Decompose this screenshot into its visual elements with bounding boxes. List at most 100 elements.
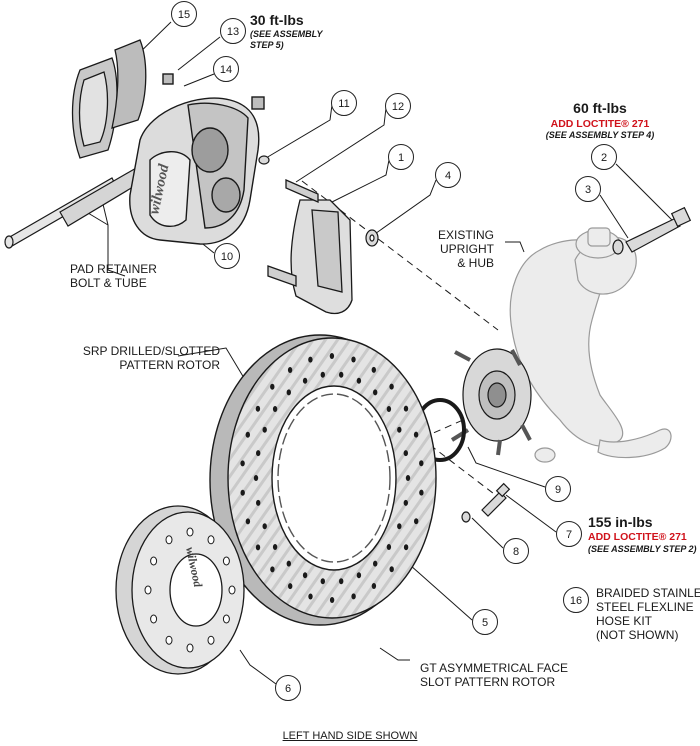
rotor-drill-hole bbox=[288, 583, 293, 590]
rotor-drill-hole bbox=[371, 583, 377, 589]
hat-bolt-hole bbox=[150, 614, 158, 624]
rotor-drill-hole bbox=[339, 371, 344, 378]
hat-bolt-hole bbox=[165, 535, 173, 545]
rotor-drill-hole bbox=[245, 431, 250, 438]
torque-30-note-line1: (SEE ASSEMBLY bbox=[250, 29, 323, 39]
srp-rotor-label-line1: SRP DRILLED/SLOTTED bbox=[82, 344, 220, 358]
callout-10: 10 bbox=[214, 243, 240, 269]
callout-12: 12 bbox=[385, 93, 411, 119]
rotor-drill-hole bbox=[286, 389, 291, 396]
rotor-drill-hole bbox=[302, 377, 308, 384]
mounting-bracket bbox=[267, 179, 353, 315]
callout-1: 1 bbox=[388, 144, 414, 170]
rotor-drill-hole bbox=[308, 593, 313, 600]
rotor-drill-hole bbox=[397, 426, 402, 433]
torque-30-ftlbs: 30 ft-lbs bbox=[250, 12, 304, 28]
pad-retainer-label-line2: BOLT & TUBE bbox=[70, 276, 147, 290]
upright-label-line3: & HUB bbox=[457, 256, 494, 270]
rotor-drill-hole bbox=[255, 544, 261, 551]
hose-kit-label-line3: HOSE KIT bbox=[596, 614, 653, 628]
torque-155-loctite: ADD LOCTITE® 271 bbox=[588, 531, 687, 543]
hub-flange bbox=[450, 348, 532, 456]
rotor-drill-hole bbox=[302, 572, 308, 579]
gt-rotor-label-line2: SLOT PATTERN ROTOR bbox=[420, 675, 556, 689]
gt-rotor-label-line1: GT ASYMMETRICAL FACE bbox=[420, 661, 569, 675]
caliper bbox=[129, 73, 265, 245]
hat-bolt-hole bbox=[222, 614, 230, 624]
rotor-drill-hole bbox=[255, 405, 261, 412]
hat-bolt-hole bbox=[228, 585, 236, 595]
rotor-drill-hole bbox=[287, 367, 293, 373]
leader-lines bbox=[87, 21, 675, 685]
rotor-drill-hole bbox=[329, 353, 335, 359]
hose-kit-label-line4: (NOT SHOWN) bbox=[596, 628, 679, 642]
callout-6: 6 bbox=[275, 675, 301, 701]
callout-2: 2 bbox=[591, 144, 617, 170]
rotor-drill-hole bbox=[373, 389, 378, 396]
callout-3: 3 bbox=[575, 176, 601, 202]
hat-bolt-hole bbox=[150, 556, 158, 566]
callout-16: 16 bbox=[563, 587, 589, 613]
existing-upright-hub bbox=[509, 227, 672, 463]
hat-bolt-hole bbox=[165, 635, 173, 645]
upright-label-line1: EXISTING bbox=[437, 228, 494, 242]
rotor-hat bbox=[115, 505, 245, 675]
rotor-drill-hole bbox=[262, 426, 267, 433]
rotor-drill-hole bbox=[262, 523, 267, 530]
hose-kit-label-line1: BRAIDED STAINLESS bbox=[596, 586, 700, 600]
rotor-drill-hole bbox=[386, 406, 392, 412]
rotor-drill-hole bbox=[240, 460, 245, 467]
rotor-drill-hole bbox=[272, 406, 278, 412]
drilled-slotted-rotor bbox=[209, 334, 437, 626]
callout-11: 11 bbox=[331, 90, 357, 116]
callout-15: 15 bbox=[171, 1, 197, 27]
rotor-drill-hole bbox=[356, 572, 362, 579]
rotor-drill-hole bbox=[386, 544, 392, 550]
torque-60-loctite: ADD LOCTITE® 271 bbox=[550, 118, 650, 130]
rotor-drill-hole bbox=[253, 475, 259, 481]
rotor-drill-hole bbox=[419, 489, 424, 496]
rotor-drill-hole bbox=[403, 499, 408, 506]
rotor-drill-hole bbox=[286, 560, 291, 567]
rotor-drill-hole bbox=[371, 366, 376, 373]
rotor-drill-hole bbox=[419, 460, 424, 467]
rotor-drill-hole bbox=[373, 560, 378, 567]
rotor-drill-hole bbox=[389, 566, 394, 573]
hat-bolt-hole bbox=[186, 643, 194, 653]
callout-4: 4 bbox=[435, 162, 461, 188]
rotor-drill-hole bbox=[245, 518, 251, 525]
rotor-drill-hole bbox=[389, 383, 394, 390]
brake-pads bbox=[71, 39, 147, 159]
callout-13: 13 bbox=[220, 18, 246, 44]
torque-155-inlbs: 155 in-lbs bbox=[588, 514, 653, 530]
hose-kit-label-line2: STEEL FLEXLINE bbox=[596, 600, 694, 614]
left-hand-side-shown-caption: LEFT HAND SIDE SHOWN bbox=[282, 730, 418, 742]
rotor-drill-hole bbox=[270, 383, 275, 390]
rotor-drill-hole bbox=[403, 450, 408, 457]
torque-60-ftlbs: 60 ft-lbs bbox=[573, 100, 627, 116]
rotor-drill-hole bbox=[339, 578, 344, 585]
srp-rotor-label-line2: PATTERN ROTOR bbox=[119, 358, 220, 372]
torque-155-note: (SEE ASSEMBLY STEP 2) bbox=[588, 544, 697, 554]
callout-9: 9 bbox=[545, 476, 571, 502]
callout-14: 14 bbox=[213, 56, 239, 82]
callout-8: 8 bbox=[503, 538, 529, 564]
rotor-drill-hole bbox=[403, 544, 409, 551]
rotor-drill-hole bbox=[329, 597, 335, 603]
rotor-drill-hole bbox=[240, 489, 245, 496]
rotor-drill-hole bbox=[320, 578, 325, 585]
hat-bolt-hole bbox=[144, 585, 152, 595]
hat-bolt-hole bbox=[207, 535, 215, 545]
callout-5: 5 bbox=[472, 609, 498, 635]
rotor-drill-hole bbox=[397, 523, 402, 530]
callout-7: 7 bbox=[556, 521, 582, 547]
rotor-drill-hole bbox=[405, 475, 411, 481]
rotor-drill-hole bbox=[413, 431, 419, 438]
rotor-drill-hole bbox=[351, 593, 356, 600]
rotor-drill-hole bbox=[414, 518, 419, 525]
hat-bolt-hole bbox=[186, 527, 194, 537]
rotor-drill-hole bbox=[308, 356, 313, 363]
hat-bolt-hole bbox=[222, 556, 230, 566]
rotor-drill-hole bbox=[256, 499, 261, 506]
